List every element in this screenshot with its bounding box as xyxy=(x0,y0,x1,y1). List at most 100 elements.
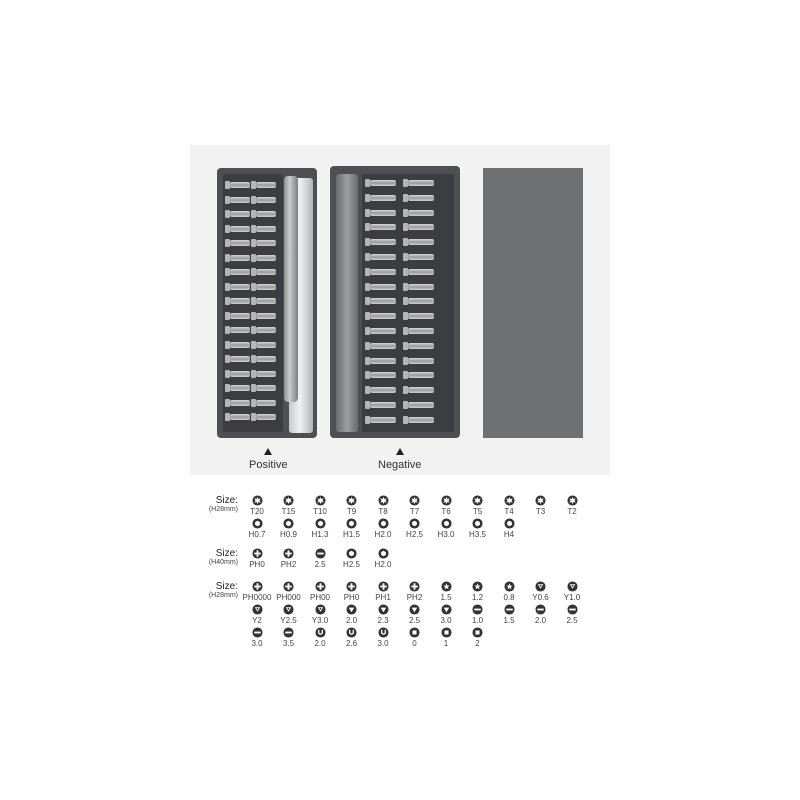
bit-piece xyxy=(225,369,250,378)
bit-cell: H0.9 xyxy=(273,518,305,539)
bit-label: PH2 xyxy=(406,593,423,602)
bit-piece xyxy=(365,327,396,335)
bit-cell: H1.3 xyxy=(304,518,336,539)
bit-cell: 0 xyxy=(399,627,431,648)
bit-cell: Y1.0 xyxy=(556,581,588,602)
bit-piece xyxy=(251,355,276,363)
triangle-icon xyxy=(430,604,462,615)
bit-label: T2 xyxy=(567,507,577,516)
bit-label: T6 xyxy=(441,507,451,516)
bit-label: Y1.0 xyxy=(563,593,581,602)
bit-cell: PH000 xyxy=(273,581,305,602)
bit-piece xyxy=(403,267,434,276)
bit-cell: 1.0 xyxy=(462,604,494,625)
bit-label: T9 xyxy=(346,507,357,516)
bit-cell: 2.6 xyxy=(336,627,368,648)
bit-label: Y0.6 xyxy=(532,593,549,602)
bit-piece xyxy=(403,371,434,380)
bit-piece xyxy=(365,282,396,291)
bit-label: T15 xyxy=(281,507,296,516)
phillips-icon xyxy=(304,581,336,592)
bit-label: H2.5 xyxy=(343,560,360,569)
bit-label: 1.0 xyxy=(471,616,484,625)
bit-piece xyxy=(225,311,250,320)
bit-label: T20 xyxy=(250,507,264,516)
bit-label: 2.0 xyxy=(534,616,547,625)
bit-piece xyxy=(225,398,250,407)
bit-label: 0.8 xyxy=(503,593,515,602)
bit-label: 1.5 xyxy=(440,593,452,602)
slotted-icon xyxy=(241,627,273,638)
bit-cell: PH2 xyxy=(399,581,431,602)
bit-label: 2.6 xyxy=(345,639,358,648)
bit-cell: H2.5 xyxy=(399,518,431,539)
bit-piece xyxy=(365,267,396,276)
u-type-icon xyxy=(336,627,368,638)
bit-piece xyxy=(365,312,396,321)
bit-label: T10 xyxy=(313,507,327,516)
bit-cell: H4 xyxy=(493,518,525,539)
bit-piece xyxy=(251,297,276,305)
bit-piece xyxy=(403,312,434,321)
bit-cell: 2.5 xyxy=(304,548,336,569)
bit-cell: T2 xyxy=(556,495,588,516)
bit-piece xyxy=(251,369,276,378)
screwdriver-handle xyxy=(284,176,298,402)
bit-cell: PH2 xyxy=(273,548,305,569)
bit-cell: 3.0 xyxy=(430,604,462,625)
positive-arrow-icon xyxy=(264,448,272,455)
size-sub-text: (H28mm) xyxy=(208,506,238,513)
bit-label: 2.0 xyxy=(345,616,358,625)
bit-piece xyxy=(403,193,434,202)
bit-piece xyxy=(365,179,396,187)
bit-label: PH0 xyxy=(343,593,360,602)
slotted-icon xyxy=(273,627,305,638)
negative-arrow-icon xyxy=(396,448,404,455)
bit-label: 3.0 xyxy=(440,616,452,625)
bit-piece xyxy=(365,386,396,395)
bit-piece xyxy=(225,282,250,291)
bit-label: 1.5 xyxy=(503,616,515,625)
bit-cell: 2.3 xyxy=(367,604,399,625)
bit-label: PH00 xyxy=(309,593,330,602)
bit-label: T7 xyxy=(409,507,420,516)
bit-label: PH2 xyxy=(280,560,297,569)
bit-piece xyxy=(251,340,276,349)
phillips-icon xyxy=(273,581,305,592)
bit-cell: T9 xyxy=(336,495,368,516)
bit-cell: Y0.6 xyxy=(525,581,557,602)
bit-cell: 0.8 xyxy=(493,581,525,602)
bit-piece xyxy=(365,223,396,232)
torx-icon xyxy=(304,495,336,506)
bit-cell: 1.2 xyxy=(462,581,494,602)
bit-piece xyxy=(225,268,250,276)
bit-piece xyxy=(403,401,434,409)
bit-piece xyxy=(225,195,250,204)
bit-label: 2.3 xyxy=(377,616,389,625)
hex-icon xyxy=(367,548,399,559)
bit-label: 2.5 xyxy=(566,616,578,625)
torx-icon xyxy=(430,495,462,506)
bit-piece xyxy=(365,341,396,350)
bit-piece xyxy=(403,386,434,395)
bit-cell: H2.0 xyxy=(367,518,399,539)
bit-piece xyxy=(251,384,276,392)
bit-piece xyxy=(225,384,250,392)
bit-cell: H3.0 xyxy=(430,518,462,539)
bit-cell: PH0000 xyxy=(241,581,273,602)
bit-label: 1.2 xyxy=(471,593,484,602)
triangle-icon xyxy=(399,604,431,615)
bit-cell: T3 xyxy=(525,495,557,516)
size-label-text: Size: xyxy=(215,581,238,592)
triangle-icon xyxy=(336,604,368,615)
bit-cell: T20 xyxy=(241,495,273,516)
bit-piece xyxy=(365,371,396,380)
phillips-icon xyxy=(273,548,305,559)
bit-piece xyxy=(251,181,276,189)
bit-label: H0.9 xyxy=(280,530,297,539)
bit-cell: H2.0 xyxy=(367,548,399,569)
bit-cell: PH00 xyxy=(304,581,336,602)
bit-cell: H2.5 xyxy=(336,548,368,569)
bit-piece xyxy=(403,238,434,247)
bit-label: H4 xyxy=(503,530,515,539)
